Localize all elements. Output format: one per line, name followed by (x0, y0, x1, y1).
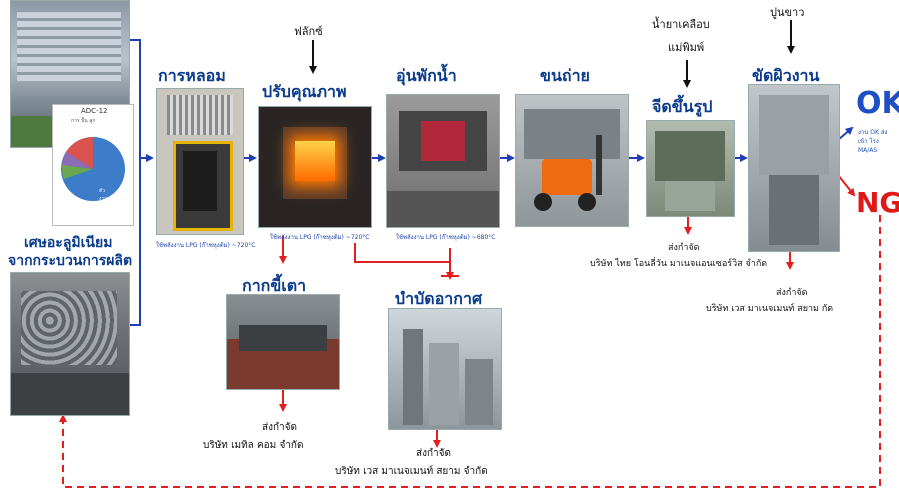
ng-label: NG (856, 186, 899, 219)
melting-fuel-note: ใช้พลังงาน LPG (ก๊าซหุงต้ม) ~720°C (156, 242, 256, 249)
alloy-pie-chart (61, 137, 125, 201)
forklift-photo (515, 94, 629, 227)
waste-arrow-air (354, 243, 459, 280)
scrap-label-line2: จากกระบวนการผลิต (8, 253, 133, 269)
die-casting-photo (646, 120, 735, 217)
air-disposal-line1: ส่งกำจัด (416, 448, 452, 459)
refining-furnace-photo (258, 106, 372, 228)
finishing-machine-photo (748, 84, 840, 252)
stage-title-die-casting: จีดขึ้นรูป (652, 97, 713, 116)
refining-fuel-note: ใช้พลังงาน LPG (ก๊าซหุงต้ม) ~720°C (270, 234, 370, 241)
pie-title: ADC-12 (81, 107, 108, 115)
melting-furnace-photo (156, 88, 244, 235)
ng-recycle-loop (59, 215, 881, 488)
stage-title-refining: ปรับคุณภาพ (262, 82, 347, 101)
stage-title-surface-finishing: ขัดผิวงาน (752, 66, 820, 85)
holding-furnace-photo (386, 94, 500, 228)
pie-label-large: ตัว งาน (99, 188, 108, 202)
dross-bin-photo (226, 294, 340, 390)
input-lime-label: ปูนขาว (770, 6, 805, 19)
finishing-disposal-line1: ส่งกำจัด (776, 288, 808, 298)
flow-arrow-to-ng (837, 174, 856, 197)
stage-title-melting: การหลอม (158, 66, 226, 85)
air-treatment-photo (388, 308, 502, 430)
alloy-pie-card: ADC-12 การ ปั้น ลูก ตัว งาน (52, 104, 134, 226)
casting-disposal-line1: ส่งกำจัด (668, 243, 700, 253)
ok-label: OK (856, 86, 899, 121)
input-flux-label: ฟลักซ์ (294, 25, 323, 38)
input-coating-label-1: น้ำยาเคลือบ (652, 18, 710, 31)
scrap-label-line1: เศษอะลูมิเนียม (24, 235, 113, 251)
pie-legend: การ ปั้น ลูก (71, 118, 96, 124)
scrap-bin-photo (10, 272, 130, 416)
stage-title-transport: ขนถ่าย (540, 66, 590, 85)
casting-disposal-line2: บริษัท ไทย โอนลี่วัน มาเนจแอนเซอร์วิส จำ… (590, 259, 768, 269)
stage-title-holding: อุ่นพักน้ำ (396, 66, 457, 85)
input-coating-label-2: แม่พิมพ์ (668, 41, 705, 54)
finishing-disposal-line2: บริษัท เวส มาเนจเมนท์ สยาม กัด (706, 304, 834, 314)
air-disposal-line2: บริษัท เวส มาเนจเมนท์ สยาม จำกัด (335, 466, 488, 477)
scrap-bracket (128, 39, 154, 326)
flow-arrow-to-ok (837, 126, 854, 141)
dross-disposal-line1: ส่งกำจัด (262, 422, 298, 433)
byproduct-title-air-treatment: บำบัดอากาศ (395, 289, 483, 308)
holding-fuel-note: ใช้พลังงาน LPG (ก๊าซหุงต้ม) ~680°C (396, 234, 496, 241)
byproduct-title-dross: กากขี้เตา (242, 276, 307, 295)
ok-note: งาน OK ส่งเข้า โรง MA/AS (858, 129, 888, 154)
dross-disposal-line2: บริษัท เมทิล คอม จำกัด (203, 440, 304, 451)
